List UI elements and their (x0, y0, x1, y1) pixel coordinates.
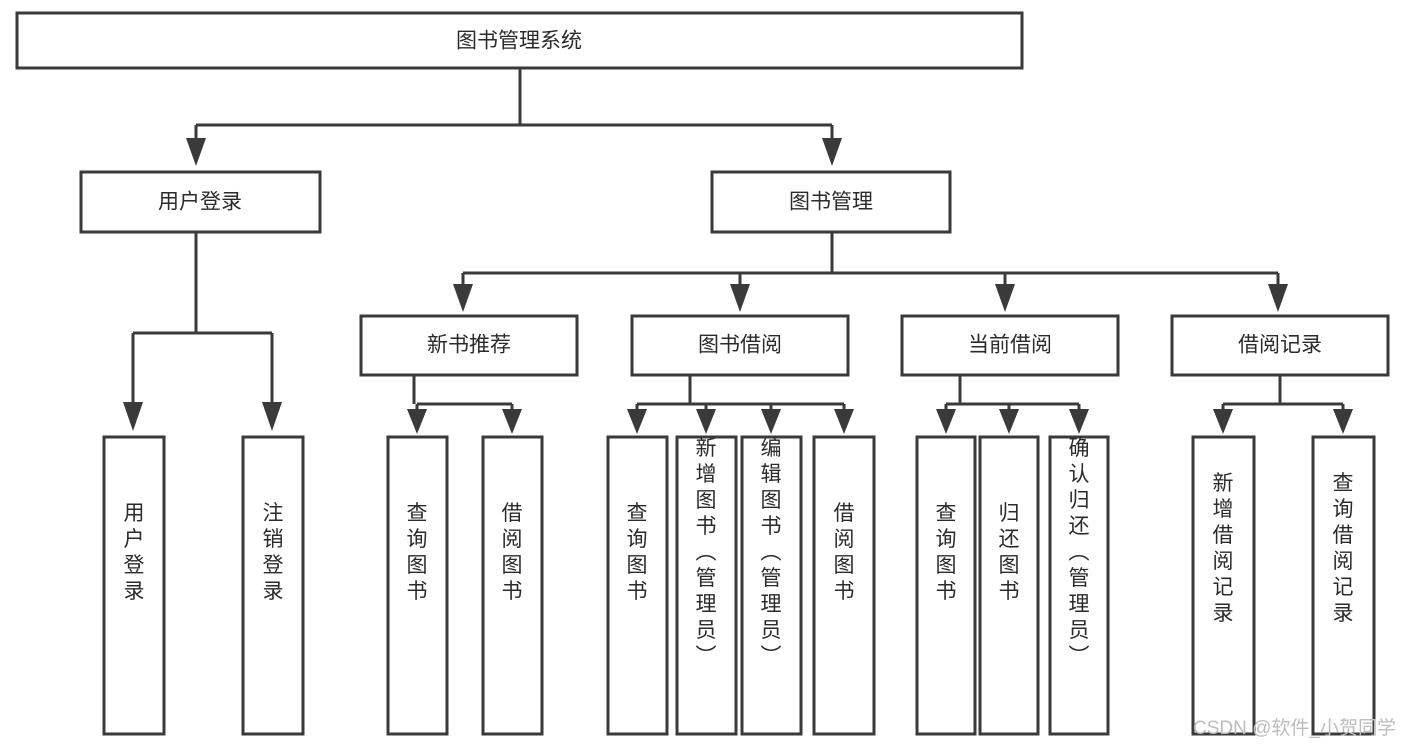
arrow-head-borrow-leaf-2 (696, 409, 716, 434)
node-borrow-record-box[interactable] (1170, 314, 1390, 377)
leaf-current-query-book-box[interactable] (915, 435, 977, 736)
connector-group-borrow (627, 375, 854, 434)
leaf-record-add-record-box[interactable] (1191, 435, 1256, 736)
arrow-head-borrow-leaf-3 (761, 409, 781, 434)
leaf-borrow-edit-book[interactable]: 编辑图书︵管理员︶ (740, 435, 803, 736)
node-user-login-label: 用户登录 (158, 191, 242, 214)
leaf-borrow-query-book-box[interactable] (606, 435, 669, 736)
leaf-borrow-query-book-label: 查询图书 (627, 502, 648, 603)
arrow-head-borrow (730, 284, 750, 312)
arrow-head-current (995, 284, 1015, 312)
connector-group-root (186, 68, 842, 166)
node-borrow-record-label: 借阅记录 (1238, 334, 1322, 357)
node-current-borrow-box[interactable] (900, 314, 1120, 377)
leaf-borrow-edit-book-box[interactable] (740, 435, 803, 736)
leaf-user-login-label: 用户登录 (124, 502, 145, 603)
leaf-borrow-query-book[interactable]: 查询图书 (606, 435, 669, 736)
node-root-box[interactable] (15, 11, 1024, 70)
leaf-current-return-book-box[interactable] (978, 435, 1040, 736)
leaf-borrow-borrow-book-box[interactable] (812, 435, 876, 736)
leaf-current-return-book-label: 归还图书 (999, 502, 1020, 603)
arrow-head-current-leaf-1 (936, 409, 956, 434)
arrow-head-newbook-leaf-2 (502, 409, 522, 434)
node-book-borrow[interactable]: 图书借阅 (630, 314, 850, 377)
node-current-borrow-label: 当前借阅 (968, 334, 1052, 357)
connector-group-login (123, 232, 282, 431)
leaf-borrow-add-book-box[interactable] (675, 435, 738, 736)
arrow-head-to-login (186, 138, 206, 166)
leaf-borrow-add-book-label: 新增图书︵管理员︶ (696, 437, 717, 668)
leaf-current-confirm-return-label: 确认归还︵管理员︶ (1069, 437, 1090, 668)
leaf-newbook-query-book-box[interactable] (386, 435, 449, 736)
leaf-newbook-query-book[interactable]: 查询图书 (386, 435, 449, 736)
leaf-record-query-record-box[interactable] (1311, 435, 1376, 736)
leaf-newbook-borrow-book-label: 借阅图书 (502, 502, 523, 603)
leaf-current-confirm-return-box[interactable] (1048, 435, 1110, 736)
leaf-record-query-record[interactable]: 查询借阅记录 (1311, 435, 1376, 736)
leaf-user-login[interactable]: 用户登录 (102, 435, 166, 736)
arrow-head-login-leaf-2 (262, 402, 282, 431)
leaf-record-add-record-label: 新增借阅记录 (1213, 472, 1234, 625)
connector-group-current (936, 375, 1089, 434)
leaf-logout-label: 注销登录 (263, 502, 284, 603)
arrow-head-record-leaf-2 (1333, 409, 1353, 434)
leaf-user-login-box[interactable] (102, 435, 166, 736)
node-book-borrow-box[interactable] (630, 314, 850, 377)
node-current-borrow[interactable]: 当前借阅 (900, 314, 1120, 377)
arrow-head-record-leaf-1 (1213, 409, 1233, 434)
leaf-current-return-book[interactable]: 归还图书 (978, 435, 1040, 736)
leaf-record-add-record[interactable]: 新增借阅记录 (1191, 435, 1256, 736)
node-new-book-recommend-box[interactable] (359, 314, 579, 377)
node-user-login-box[interactable] (79, 170, 322, 234)
leaf-current-confirm-return[interactable]: 确认归还︵管理员︶ (1048, 435, 1110, 736)
arrow-head-to-bookmgmt (822, 138, 842, 166)
node-root[interactable]: 图书管理系统 (15, 11, 1024, 70)
leaf-newbook-query-book-label: 查询图书 (407, 502, 428, 603)
leaf-borrow-add-book[interactable]: 新增图书︵管理员︶ (675, 435, 738, 736)
node-book-management[interactable]: 图书管理 (710, 170, 952, 234)
arrow-head-borrow-leaf-1 (627, 409, 647, 434)
node-book-management-label: 图书管理 (789, 191, 873, 214)
connector-group-newbook (407, 375, 522, 434)
leaf-newbook-borrow-book-box[interactable] (481, 435, 544, 736)
node-new-book-recommend-label: 新书推荐 (427, 334, 511, 357)
arrow-head-newbook-leaf-1 (407, 409, 427, 434)
connector-group-record (1213, 375, 1353, 434)
arrow-head-login-leaf-1 (123, 402, 143, 431)
arrow-head-record (1268, 284, 1288, 312)
leaf-borrow-borrow-book[interactable]: 借阅图书 (812, 435, 876, 736)
arrow-head-borrow-leaf-4 (834, 409, 854, 434)
node-root-label: 图书管理系统 (456, 30, 582, 53)
leaf-current-query-book-label: 查询图书 (936, 502, 957, 603)
node-user-login[interactable]: 用户登录 (79, 170, 322, 234)
leaf-current-query-book[interactable]: 查询图书 (915, 435, 977, 736)
leaf-borrow-edit-book-label: 编辑图书︵管理员︶ (761, 437, 782, 668)
node-book-management-box[interactable] (710, 170, 952, 234)
leaf-borrow-borrow-book-label: 借阅图书 (834, 502, 855, 603)
leaf-newbook-borrow-book[interactable]: 借阅图书 (481, 435, 544, 736)
arrow-head-newbook (453, 284, 473, 312)
node-book-borrow-label: 图书借阅 (698, 334, 782, 357)
node-new-book-recommend[interactable]: 新书推荐 (359, 314, 579, 377)
node-borrow-record[interactable]: 借阅记录 (1170, 314, 1390, 377)
arrow-head-current-leaf-3 (1069, 409, 1089, 434)
leaf-logout-box[interactable] (241, 435, 305, 736)
csdn-watermark: CSDN @软件_小贺同学 (1193, 717, 1396, 739)
arrow-head-current-leaf-2 (999, 409, 1019, 434)
leaf-logout[interactable]: 注销登录 (241, 435, 305, 736)
leaf-record-query-record-label: 查询借阅记录 (1333, 472, 1354, 625)
connector-group-bookmgmt (453, 232, 1288, 312)
